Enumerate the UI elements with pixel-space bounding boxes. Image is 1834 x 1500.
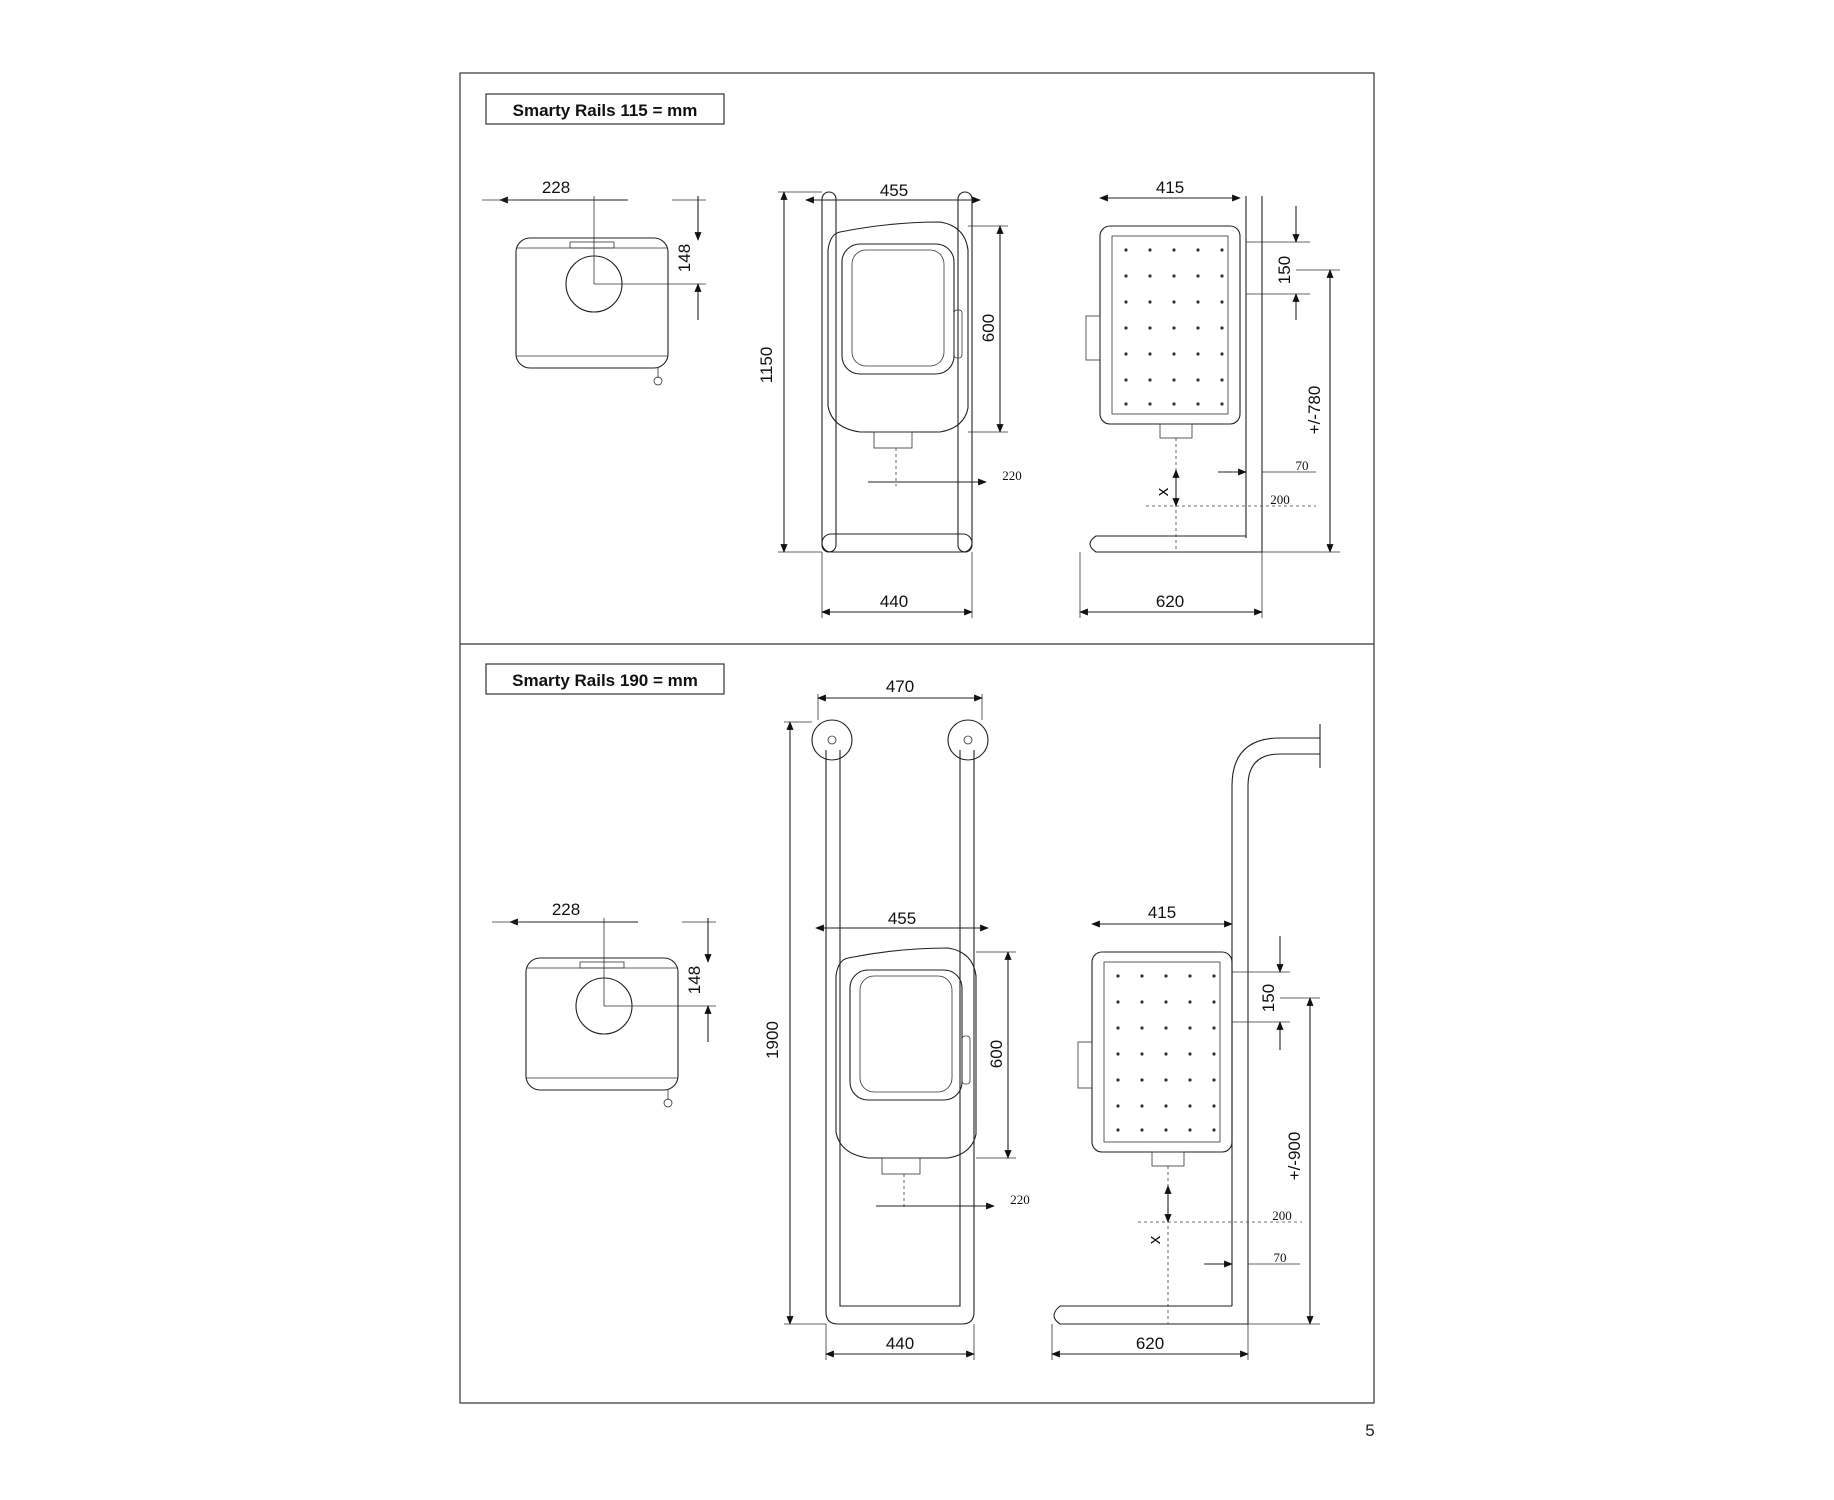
wall-rail <box>1231 737 1320 1324</box>
side-view: 415 150 +/-780 70 200 x 620 <box>1079 178 1340 618</box>
dim-side-base: 620 <box>1156 592 1184 611</box>
stove-side <box>1091 951 1233 1153</box>
vent-dot-grid <box>1124 248 1224 406</box>
dim-rail: 70 <box>1274 1250 1287 1265</box>
stove-side <box>1099 225 1241 425</box>
dim-front-width: 455 <box>888 909 916 928</box>
dim-floor: 200 <box>1270 492 1290 507</box>
drawing-frame <box>459 72 1375 1404</box>
dim-height: 1900 <box>763 1021 782 1059</box>
rail-base <box>1053 1305 1248 1325</box>
dim-window: 600 <box>979 314 998 342</box>
dim-top-depth: 148 <box>685 966 704 994</box>
dim-rail: 70 <box>1296 458 1309 473</box>
panel-190: Smarty Rails 190 = mm 228 148 <box>485 663 1321 1360</box>
dim-offset: 220 <box>1010 1192 1030 1207</box>
wall-bracket <box>811 719 853 761</box>
dim-floor: 200 <box>1272 1208 1292 1223</box>
dim-top-width: 228 <box>542 178 570 197</box>
dim-height: 1150 <box>757 347 776 384</box>
panel-title-box <box>485 93 725 125</box>
front-view: 220 455 1150 600 440 <box>757 181 1022 618</box>
dim-base: 440 <box>886 1334 914 1353</box>
dim-side-width: 415 <box>1148 903 1176 922</box>
dim-flue: 150 <box>1259 984 1278 1012</box>
dim-rail-span: 470 <box>886 677 914 696</box>
panel-115: Smarty Rails 115 = mm 228 148 <box>482 93 1340 618</box>
dim-x: x <box>1153 487 1172 496</box>
dim-top-width: 228 <box>552 900 580 919</box>
dim-flue: 150 <box>1275 256 1294 284</box>
dim-front-width: 455 <box>880 181 908 200</box>
dim-x: x <box>1145 1235 1164 1244</box>
vent-dot-grid <box>1116 974 1216 1132</box>
panel-title-box <box>485 663 725 695</box>
panel-title: Smarty Rails 115 = mm <box>513 101 698 120</box>
dim-total: +/-900 <box>1285 1132 1304 1181</box>
page-number: 5 <box>1365 1421 1374 1440</box>
dim-top-depth: 148 <box>675 244 694 272</box>
side-view: 415 150 +/-900 200 70 x 620 <box>1051 724 1321 1360</box>
dim-offset: 220 <box>1002 468 1022 483</box>
leg-foot <box>663 1098 673 1108</box>
rail-base <box>821 533 973 553</box>
dim-side-base: 620 <box>1136 1334 1164 1353</box>
stove-body <box>835 947 977 1159</box>
dim-base: 440 <box>880 592 908 611</box>
rail-frame <box>825 750 975 1325</box>
front-view: 220 470 455 1900 600 440 <box>763 677 1030 1360</box>
stove-body <box>827 221 969 433</box>
leg-foot <box>653 376 663 386</box>
dim-window: 600 <box>987 1040 1006 1068</box>
wall-bracket <box>947 719 989 761</box>
stove-window <box>849 969 963 1101</box>
top-view: 228 148 <box>492 900 716 1108</box>
panel-title: Smarty Rails 190 = mm <box>512 671 698 690</box>
dim-total: +/-780 <box>1305 386 1324 435</box>
dim-side-width: 415 <box>1156 178 1184 197</box>
wall-rail <box>1089 196 1263 553</box>
top-view: 228 148 <box>482 178 706 386</box>
stove-window <box>841 243 955 375</box>
